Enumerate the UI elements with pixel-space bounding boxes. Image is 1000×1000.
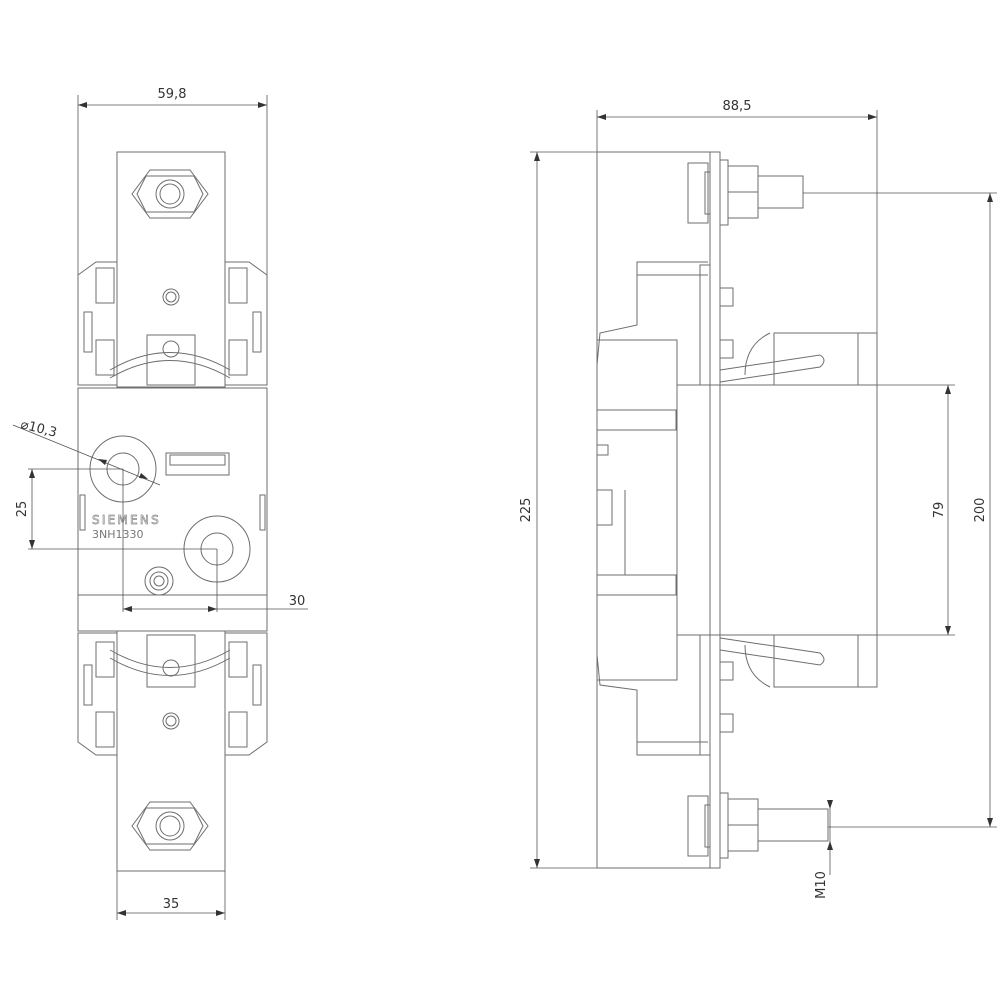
dimension-terminal-spacing: 200: [973, 193, 993, 827]
dim-terminal-spacing-label: 200: [973, 498, 988, 523]
dim-hole-vertical-label: 25: [15, 501, 30, 518]
dim-hole-diameter-label: ⌀10,3: [19, 417, 58, 440]
dim-depth-label: 88,5: [723, 99, 752, 114]
top-terminal: [687, 159, 997, 226]
dimension-depth: 88,5: [596, 99, 878, 385]
bottom-contact: [109, 630, 231, 872]
base-body: SIEMENS 3NH1330: [77, 387, 268, 632]
dim-hole-horizontal-label: 30: [289, 594, 306, 609]
front-view: 59,8: [12, 87, 308, 920]
dimension-thread: M10: [814, 800, 833, 899]
dimension-width-contact: 35: [116, 871, 226, 920]
dim-fuse-height-label: 79: [932, 502, 947, 519]
dim-thread-label: M10: [814, 871, 829, 899]
dimension-height-total: 225: [519, 151, 720, 869]
dim-width-contact-label: 35: [163, 897, 180, 912]
side-view: 88,5 225: [519, 99, 997, 899]
fuse-link: [676, 332, 878, 688]
dim-height-total-label: 225: [519, 498, 534, 523]
top-clips: [77, 261, 268, 386]
brand-logo: SIEMENS: [92, 513, 159, 527]
dimension-hole-horizontal: 30: [122, 469, 308, 612]
bottom-terminal: [687, 792, 997, 859]
model-number: 3NH1330: [92, 528, 144, 541]
bottom-clips: [77, 632, 268, 756]
dimension-fuse-height: 79: [877, 384, 955, 636]
side-base: [596, 151, 734, 869]
dimension-hole-vertical: 25: [15, 468, 217, 550]
top-contact: [109, 151, 231, 388]
dim-width-total-label: 59,8: [158, 87, 187, 102]
